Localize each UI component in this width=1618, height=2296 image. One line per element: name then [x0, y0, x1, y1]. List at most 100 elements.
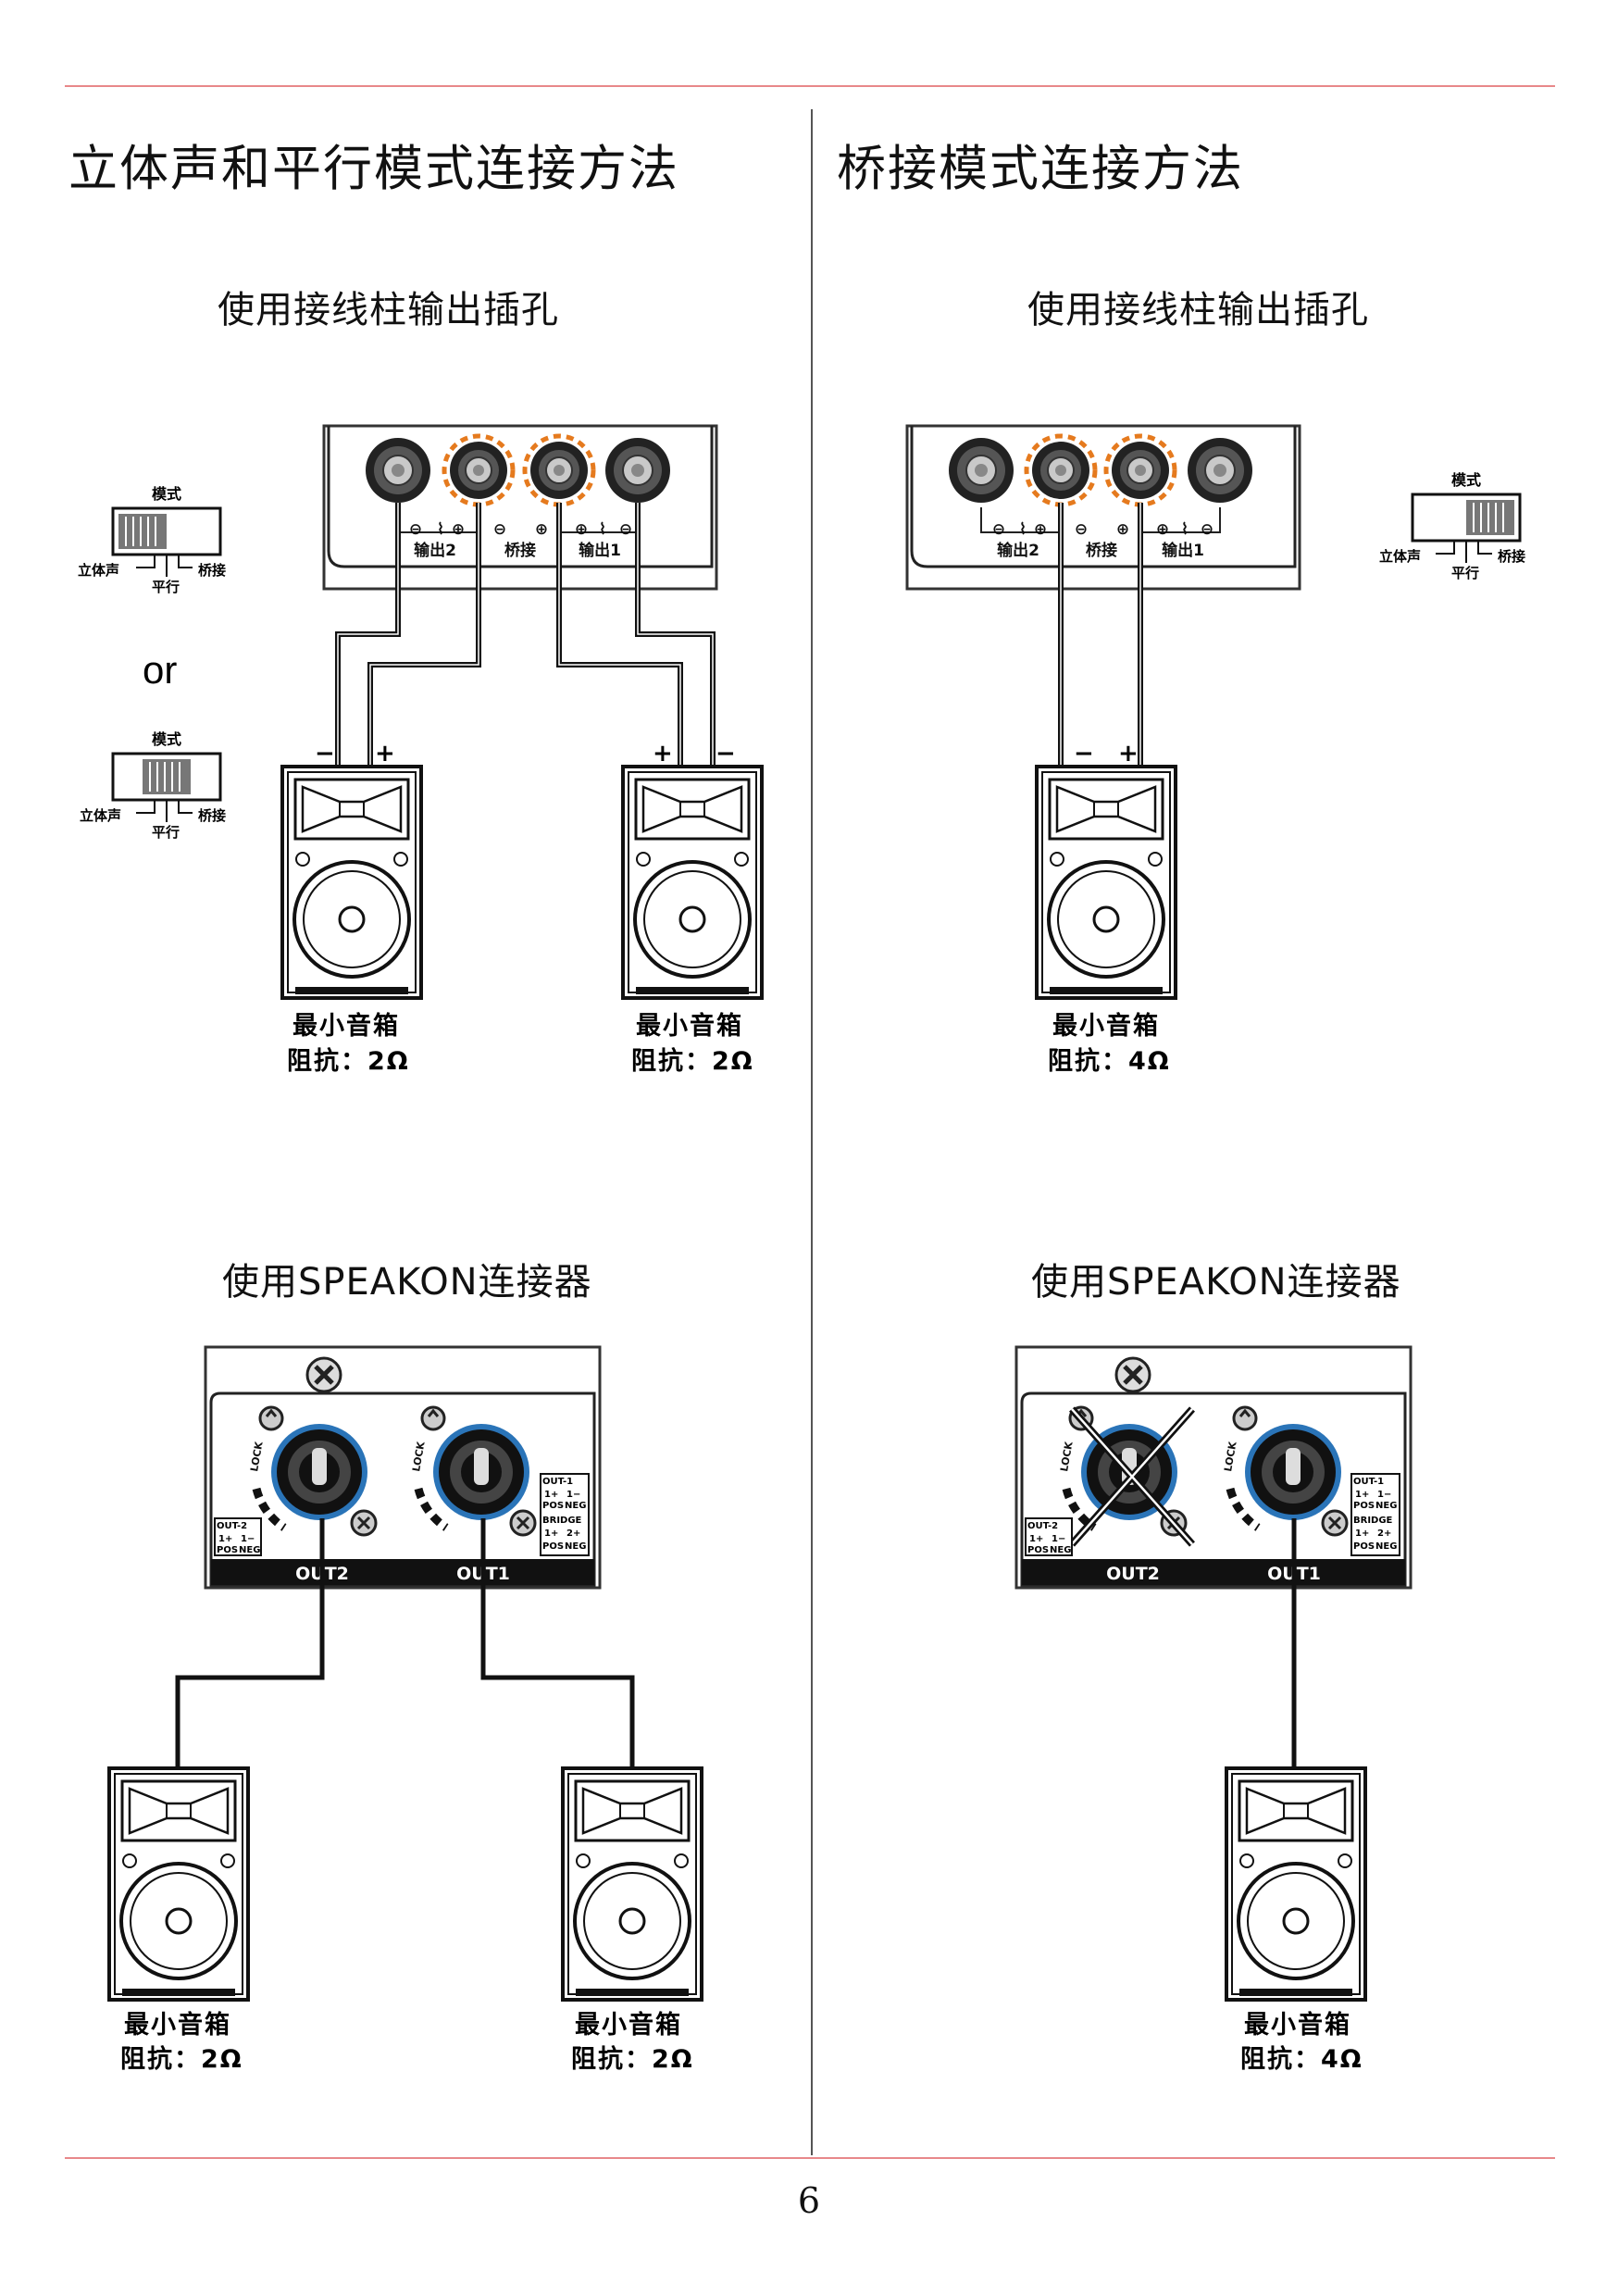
left-speakon-heading: 使用SPEAKON连接器	[222, 1261, 592, 1304]
bridge-box-label: BRIDGE	[542, 1516, 582, 1526]
out2-box-label: OUT-2	[1027, 1521, 1058, 1531]
mode-parallel-label: 平行	[1451, 565, 1479, 581]
pin-label: 1−	[1377, 1490, 1391, 1500]
mode-switch-label: 模式	[152, 730, 181, 748]
svg-text:⊖: ⊖	[619, 520, 632, 539]
right-speakon-heading: 使用SPEAKON连接器	[1031, 1261, 1401, 1304]
out1-box-label: OUT-1	[1353, 1477, 1384, 1487]
right-speakon-panel: LOCK LOCK OUT-2 1+ 1− POS NEG OUT-1 1+ 1…	[1014, 1345, 1413, 1590]
right-mode-switch-bridge: 模式 立体声 平行 桥接	[1379, 471, 1525, 581]
svg-text:⊕: ⊕	[1156, 520, 1169, 539]
right-title: 桥接模式连接方法	[837, 141, 1244, 197]
top-rule	[65, 85, 1555, 87]
speaker-cabinet	[621, 765, 764, 1000]
pin-label: POS	[217, 1545, 238, 1555]
pin-label: NEG	[1375, 1501, 1397, 1511]
lock-label: LOCK	[410, 1441, 428, 1473]
right-panel-out2: 输出2	[997, 541, 1039, 560]
lock-label: LOCK	[1058, 1441, 1076, 1473]
right-terminal-heading: 使用接线柱输出插孔	[1027, 289, 1369, 331]
speaker-impedance: 阻抗：4Ω	[1048, 1046, 1171, 1076]
mode-stereo-label: 立体声	[80, 807, 121, 824]
pin-label: 1+	[218, 1534, 232, 1544]
left-panel-bridge: 桥接	[504, 541, 536, 560]
speaker-cabinet	[1035, 765, 1177, 1000]
speaker-cabinet	[561, 1766, 703, 2002]
right-terminal-wires	[1058, 503, 1143, 768]
svg-text:⌇: ⌇	[1181, 520, 1189, 539]
left-terminal-wires	[335, 503, 716, 768]
left-title: 立体声和平行模式连接方法	[68, 141, 679, 197]
speaker-label: 最小音箱	[292, 1011, 400, 1041]
pin-label: 2+	[566, 1529, 580, 1539]
svg-text:⌇: ⌇	[1019, 520, 1027, 539]
mode-stereo-label: 立体声	[78, 562, 119, 579]
pin-label: NEG	[239, 1545, 260, 1555]
pin-label: 1+	[1355, 1529, 1369, 1539]
svg-text:⌇: ⌇	[437, 520, 444, 539]
mode-bridge-label: 桥接	[198, 807, 226, 824]
svg-text:⊖: ⊖	[992, 520, 1005, 539]
left-mode-switch-bridge: 模式 立体声 平行 桥接	[78, 485, 226, 595]
svg-text:⊕: ⊕	[535, 520, 548, 539]
lock-label: LOCK	[1222, 1441, 1239, 1473]
left-amp-terminal-panel: ⊖⌇⊕ ⊖⊕ ⊕⌇⊖ 输出2 桥接 输出1	[322, 424, 718, 591]
pin-label: NEG	[565, 1501, 586, 1511]
pin-label: NEG	[1375, 1541, 1397, 1552]
bottom-rule	[65, 2157, 1555, 2159]
pin-label: 1−	[1052, 1534, 1065, 1544]
pin-label: NEG	[565, 1541, 586, 1552]
left-panel-out2: 输出2	[414, 541, 456, 560]
speaker-label: 最小音箱	[124, 2010, 231, 2040]
pin-label: 1+	[544, 1490, 558, 1500]
speaker-cabinet	[280, 765, 423, 1000]
speaker-label: 最小音箱	[1244, 2010, 1351, 2040]
speaker-cabinet	[1225, 1766, 1367, 2002]
pin-label: POS	[1353, 1541, 1375, 1552]
mode-bridge-label: 桥接	[198, 562, 226, 579]
svg-text:⊖: ⊖	[1201, 520, 1214, 539]
speaker-impedance: 阻抗：2Ω	[287, 1046, 410, 1076]
page-number: 6	[797, 2180, 821, 2221]
polarity-minus: −	[716, 740, 736, 767]
polarity-plus: +	[1118, 740, 1139, 767]
pin-label: 2+	[1377, 1529, 1391, 1539]
pin-label: 1+	[544, 1529, 558, 1539]
svg-text:⊕: ⊕	[452, 520, 465, 539]
pin-label: POS	[1027, 1545, 1049, 1555]
lock-label: LOCK	[248, 1441, 266, 1473]
speaker-label: 最小音箱	[636, 1011, 743, 1041]
mode-switch-label: 模式	[1451, 471, 1481, 489]
left-speakon-panel: LOCK LOCK OUT-2 1+ 1− POS NEG OUT-1 1+ 1…	[204, 1345, 602, 1590]
speaker-impedance: 阻抗：2Ω	[631, 1046, 754, 1076]
left-mode-switch-parallel: 模式 立体声 平行 桥接	[80, 730, 226, 841]
svg-text:⊖: ⊖	[409, 520, 422, 539]
polarity-minus: −	[315, 740, 335, 767]
pin-label: POS	[1353, 1501, 1375, 1511]
out2-box-label: OUT-2	[217, 1521, 247, 1531]
pin-label: 1+	[1355, 1490, 1369, 1500]
pin-label: 1−	[241, 1534, 255, 1544]
left-terminal-heading: 使用接线柱输出插孔	[218, 289, 559, 331]
right-panel-bridge: 桥接	[1086, 541, 1117, 560]
column-divider	[811, 109, 813, 2155]
left-panel-out1: 输出1	[579, 541, 621, 560]
or-text: or	[143, 648, 177, 692]
out2-label: OUT2	[1106, 1564, 1160, 1584]
svg-text:⊕: ⊕	[1116, 520, 1129, 539]
svg-text:⊕: ⊕	[1034, 520, 1047, 539]
mode-parallel-label: 平行	[152, 579, 180, 595]
polarity-plus: +	[375, 740, 395, 767]
polarity-minus: −	[1074, 740, 1094, 767]
polarity-plus: +	[653, 740, 673, 767]
mode-parallel-label: 平行	[152, 824, 180, 841]
svg-text:⊖: ⊖	[1075, 520, 1088, 539]
svg-text:⊖: ⊖	[493, 520, 506, 539]
svg-text:⊕: ⊕	[575, 520, 588, 539]
pin-label: 1−	[566, 1490, 580, 1500]
mode-switch-label: 模式	[152, 485, 181, 503]
speaker-cabinet	[107, 1766, 250, 2002]
out1-box-label: OUT-1	[542, 1477, 573, 1487]
mode-bridge-label: 桥接	[1498, 548, 1525, 565]
